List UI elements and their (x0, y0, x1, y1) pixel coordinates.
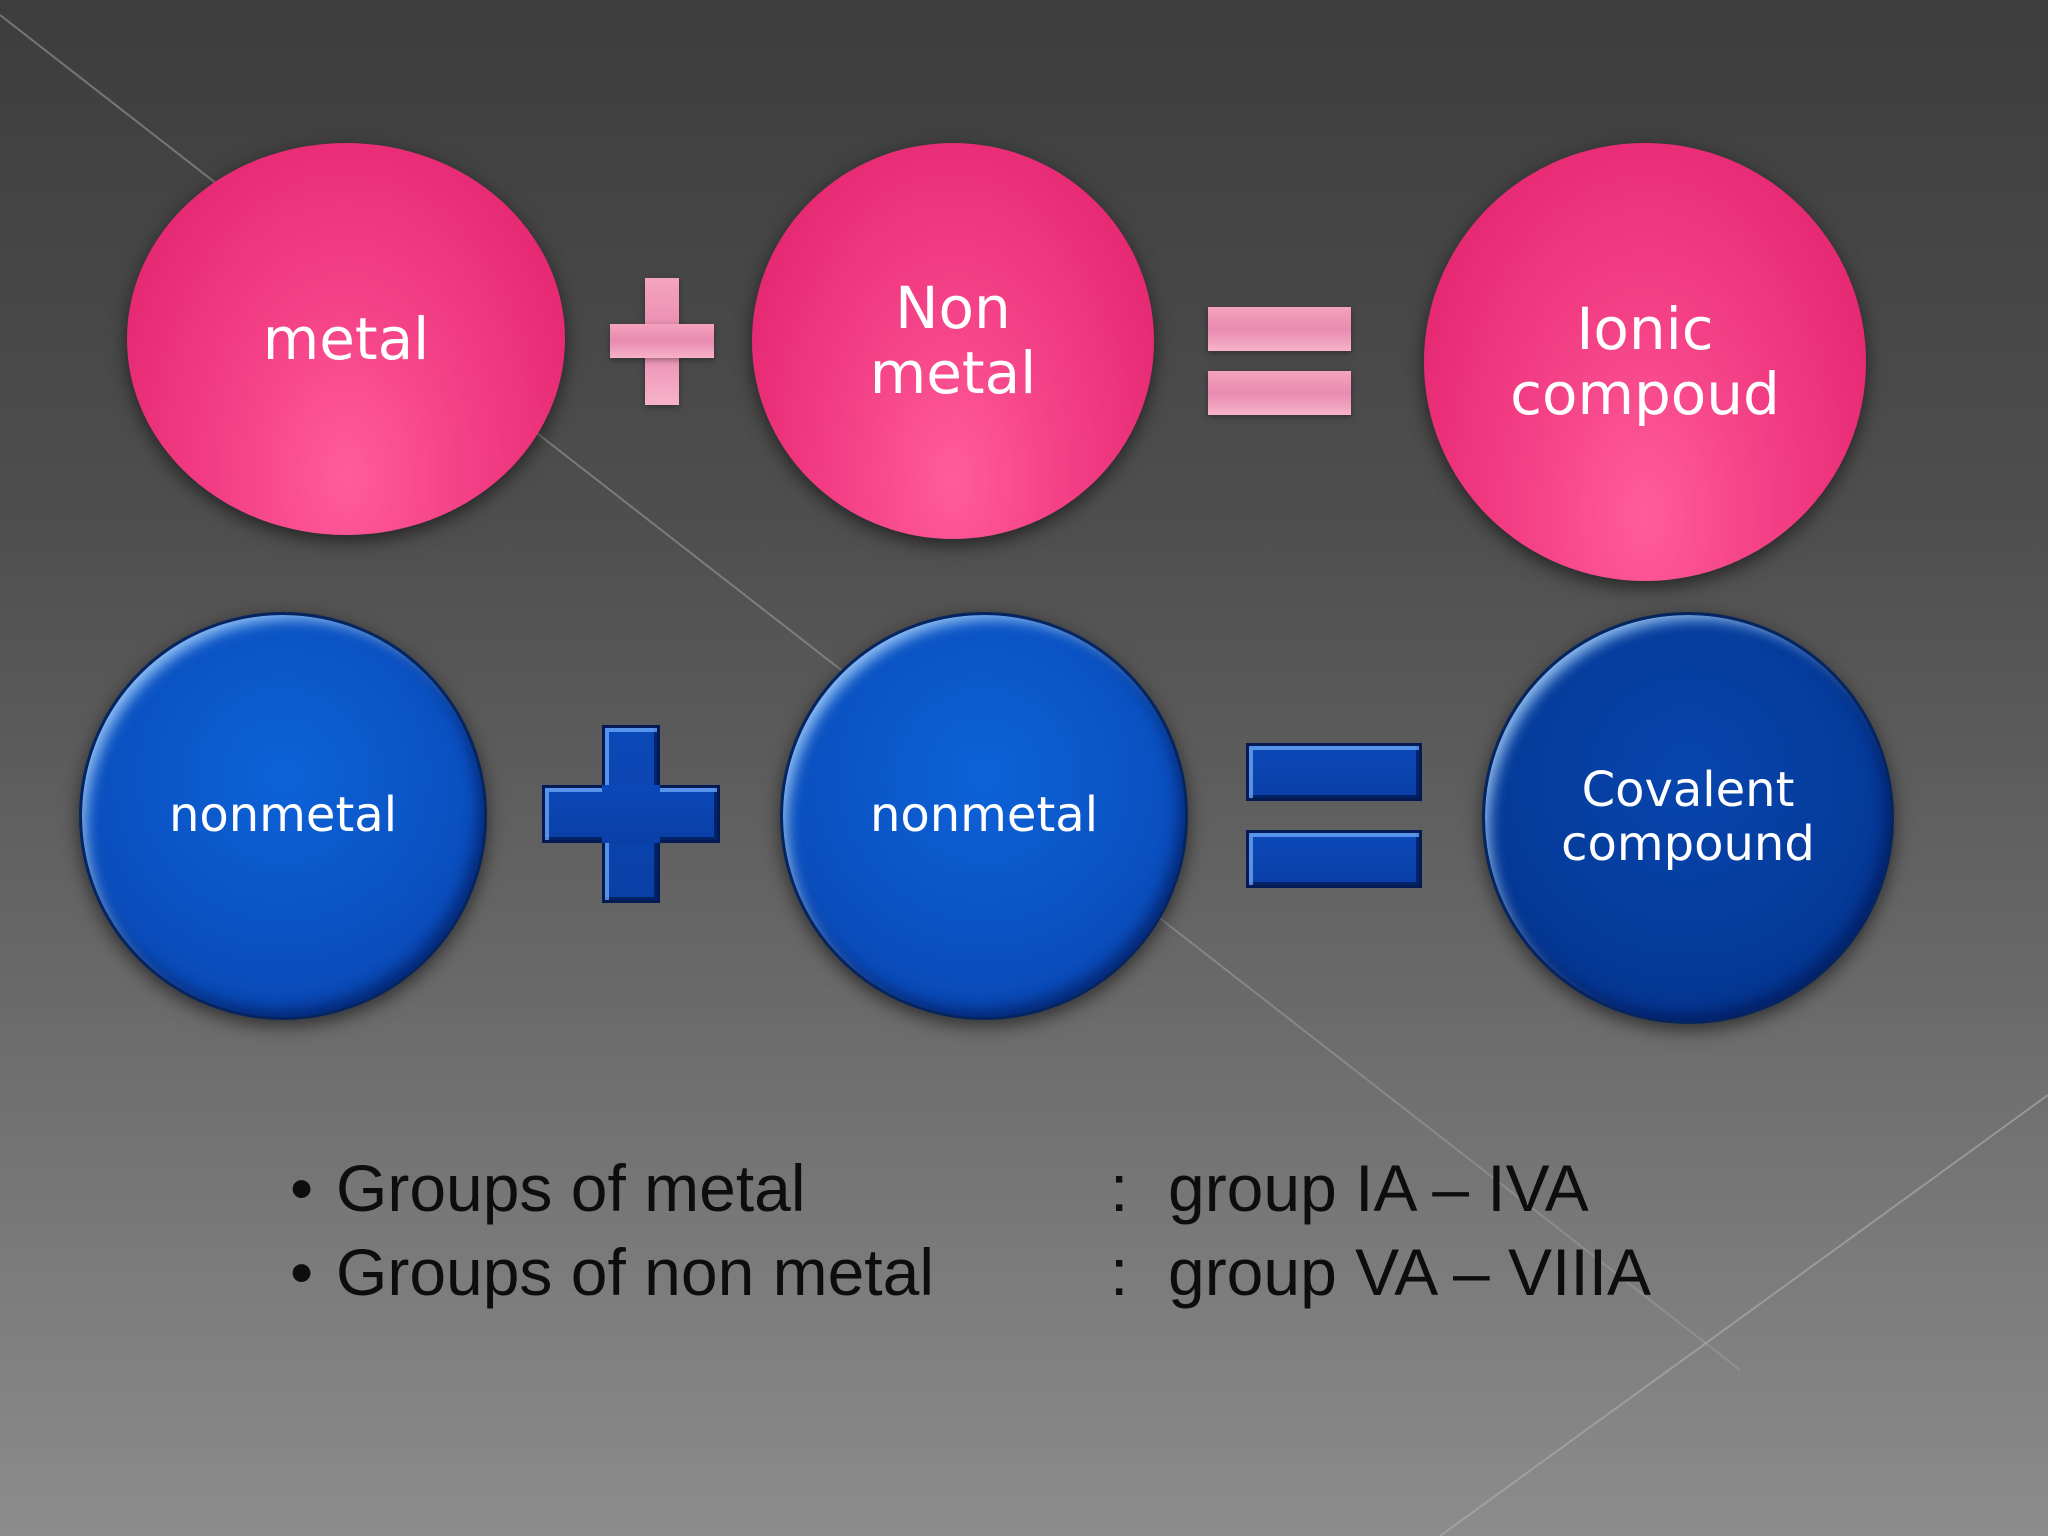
nonmetal-label: Non metal (869, 274, 1037, 407)
nonmetal-label-left: nonmetal (168, 787, 398, 844)
equals-icon (1246, 743, 1422, 888)
nonmetal-circle: Non metal (752, 143, 1154, 539)
nonmetal-circle-right: nonmetal (780, 612, 1188, 1020)
group-notes: • Groups of metal : group IA – IVA • Gro… (290, 1150, 1690, 1318)
note-topic: Groups of metal (336, 1151, 806, 1225)
metal-circle: metal (127, 143, 565, 535)
note-nonmetal-groups: • Groups of non metal : group VA – VIIIA (290, 1234, 1690, 1318)
bullet: • (290, 1151, 314, 1225)
note-value: group IA – IVA (1168, 1151, 1589, 1225)
note-value: group VA – VIIIA (1168, 1235, 1652, 1309)
bullet: • (290, 1235, 314, 1309)
plus-icon (542, 725, 720, 903)
note-topic: Groups of non metal (336, 1235, 934, 1309)
metal-label: metal (262, 304, 430, 373)
note-separator: : (1110, 1235, 1129, 1309)
nonmetal-label-right: nonmetal (869, 787, 1099, 844)
covalent-compound-circle: Covalent compound (1482, 612, 1894, 1024)
note-metal-groups: • Groups of metal : group IA – IVA (290, 1150, 1690, 1234)
note-separator: : (1110, 1151, 1129, 1225)
plus-icon (610, 278, 714, 405)
ionic-compound-label: Ionic compoud (1510, 295, 1780, 428)
equals-icon (1208, 307, 1351, 415)
ionic-compound-circle: Ionic compoud (1424, 143, 1866, 581)
covalent-compound-label: Covalent compound (1561, 762, 1815, 872)
nonmetal-circle-left: nonmetal (79, 612, 487, 1020)
